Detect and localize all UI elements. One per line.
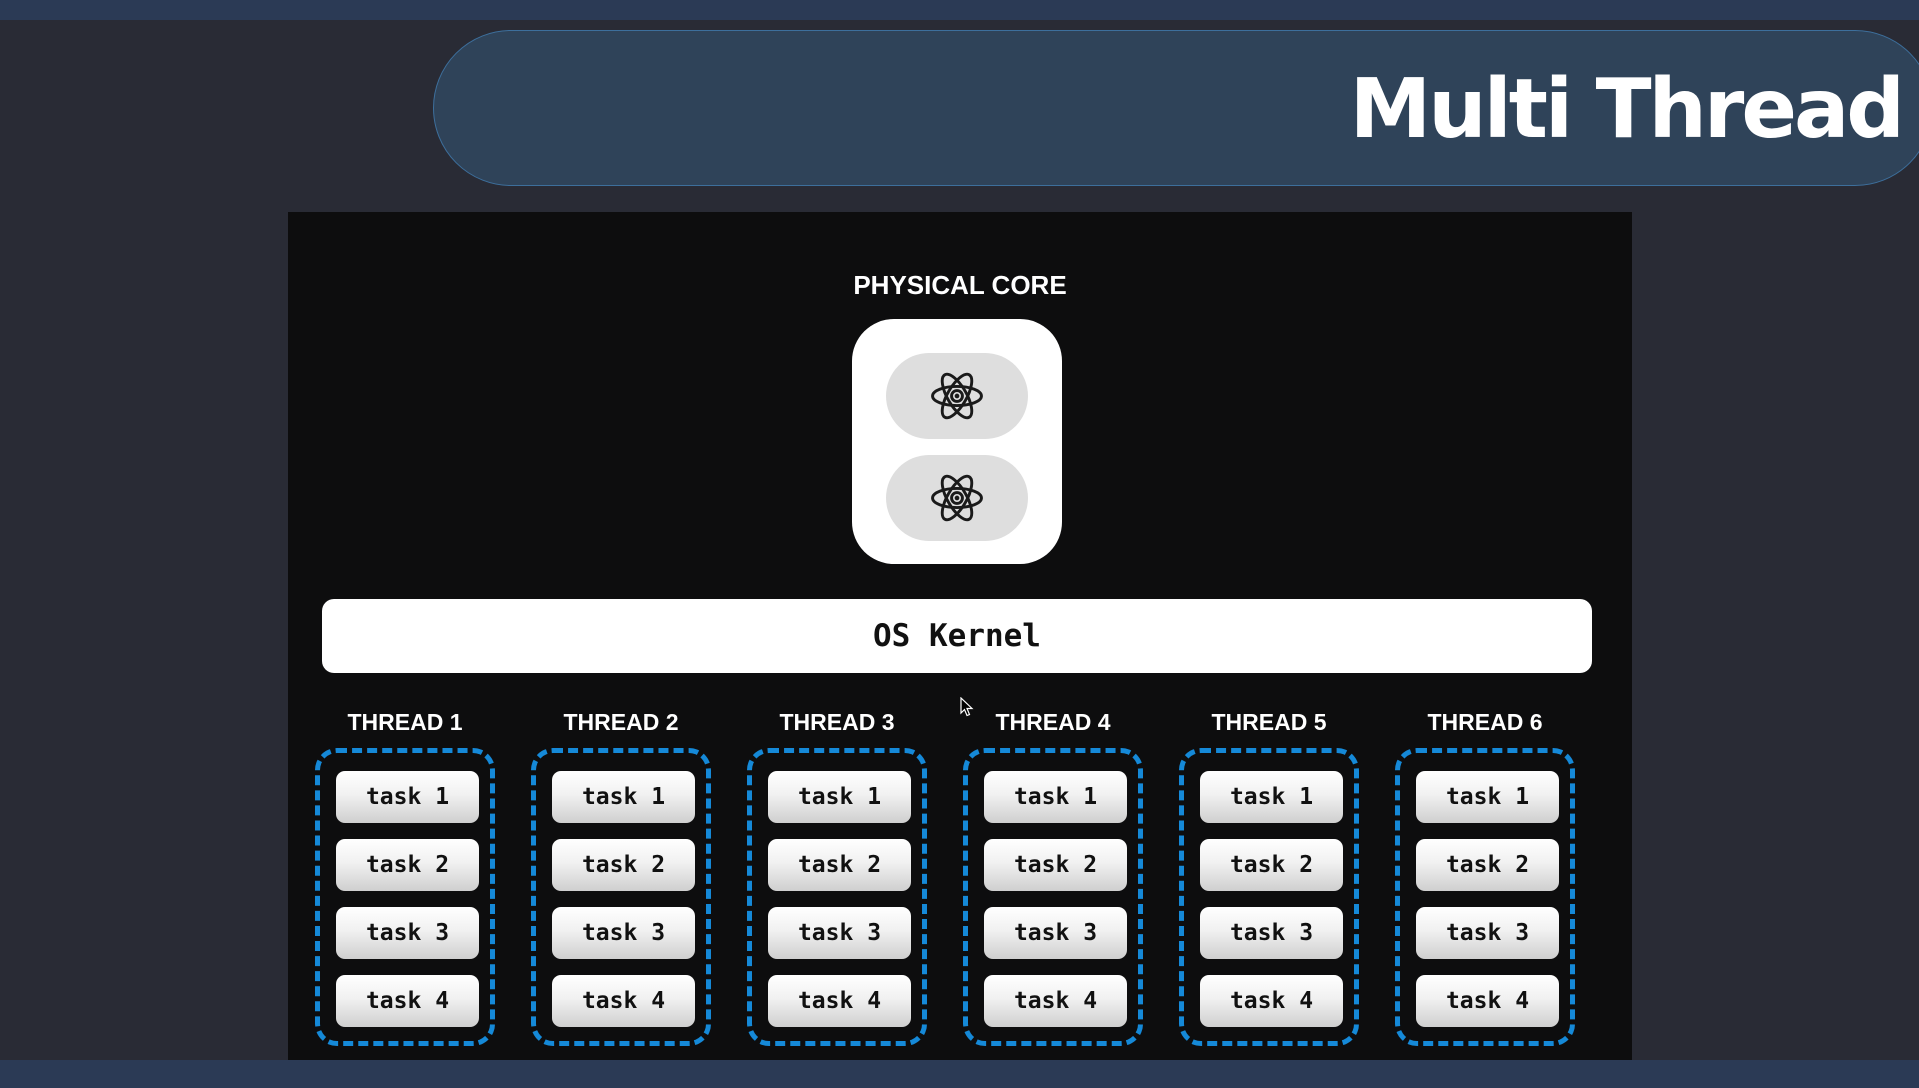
thread-box: task 1 task 2 task 3 task 4 xyxy=(963,748,1143,1046)
task-box: task 3 xyxy=(768,907,911,959)
thread-box: task 1 task 2 task 3 task 4 xyxy=(315,748,495,1046)
core-unit xyxy=(886,353,1028,439)
thread-label: THREAD 4 xyxy=(995,709,1111,735)
thread-box: task 1 task 2 task 3 task 4 xyxy=(1179,748,1359,1046)
task-box: task 2 xyxy=(1416,839,1559,891)
thread-box: task 1 task 2 task 3 task 4 xyxy=(531,748,711,1046)
task-box: task 1 xyxy=(1416,771,1559,823)
task-box: task 1 xyxy=(552,771,695,823)
task-box: task 3 xyxy=(984,907,1127,959)
task-box: task 4 xyxy=(768,975,911,1027)
task-box: task 4 xyxy=(1416,975,1559,1027)
task-box: task 3 xyxy=(552,907,695,959)
thread-label: THREAD 3 xyxy=(779,709,895,735)
task-box: task 1 xyxy=(336,771,479,823)
task-box: task 2 xyxy=(552,839,695,891)
title-banner: Multi Thread xyxy=(433,30,1919,186)
task-box: task 2 xyxy=(336,839,479,891)
thread-box: task 1 task 2 task 3 task 4 xyxy=(747,748,927,1046)
task-box: task 4 xyxy=(552,975,695,1027)
task-box: task 1 xyxy=(768,771,911,823)
task-box: task 4 xyxy=(336,975,479,1027)
task-box: task 4 xyxy=(984,975,1127,1027)
task-box: task 2 xyxy=(1200,839,1343,891)
thread-label: THREAD 2 xyxy=(563,709,679,735)
atom-icon xyxy=(931,372,983,420)
slide-title: Multi Thread xyxy=(1349,62,1905,157)
task-box: task 3 xyxy=(336,907,479,959)
os-kernel-bar: OS Kernel xyxy=(322,599,1592,673)
bottom-strip xyxy=(0,1060,1919,1088)
task-box: task 1 xyxy=(984,771,1127,823)
physical-core-label: PHYSICAL CORE xyxy=(853,270,1067,300)
task-box: task 1 xyxy=(1200,771,1343,823)
top-strip xyxy=(0,0,1919,20)
physical-core-box xyxy=(852,319,1062,564)
mouse-cursor-icon xyxy=(960,697,974,717)
task-box: task 3 xyxy=(1200,907,1343,959)
thread-box: task 1 task 2 task 3 task 4 xyxy=(1395,748,1575,1046)
task-box: task 2 xyxy=(984,839,1127,891)
core-unit xyxy=(886,455,1028,541)
diagram-panel: PHYSICAL CORE xyxy=(288,212,1632,1060)
thread-label: THREAD 6 xyxy=(1427,709,1543,735)
atom-icon xyxy=(931,474,983,522)
thread-label: THREAD 1 xyxy=(347,709,463,735)
task-box: task 3 xyxy=(1416,907,1559,959)
task-box: task 4 xyxy=(1200,975,1343,1027)
task-box: task 2 xyxy=(768,839,911,891)
thread-label: THREAD 5 xyxy=(1211,709,1327,735)
